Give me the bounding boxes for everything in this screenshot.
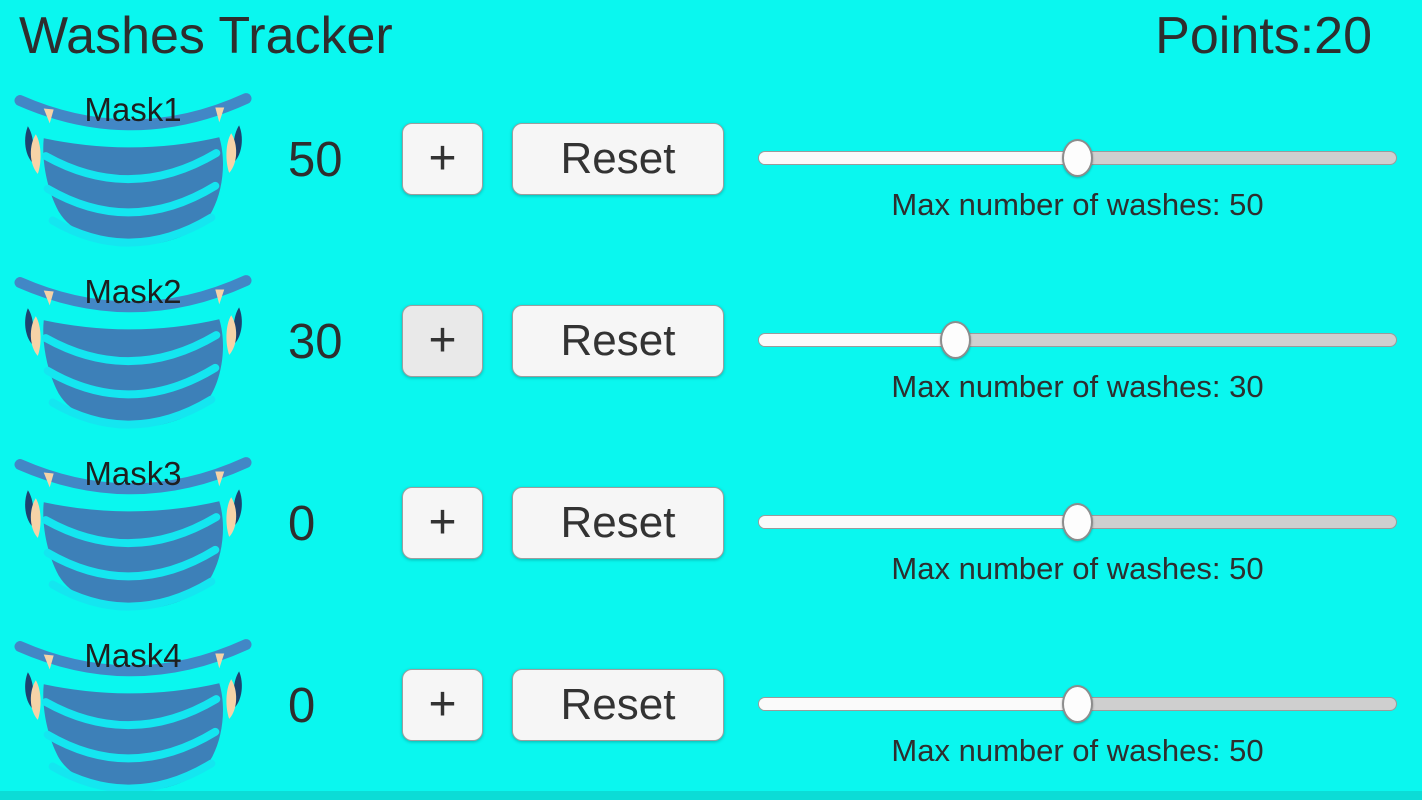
- max-washes-slider[interactable]: [758, 682, 1397, 726]
- max-washes-label: Max number of washes: 30: [891, 369, 1264, 404]
- reset-button[interactable]: Reset: [512, 487, 724, 559]
- max-washes-value: 50: [1229, 733, 1264, 768]
- slider-fill: [759, 334, 957, 346]
- max-washes-label: Max number of washes: 50: [891, 187, 1264, 222]
- wash-count: 50: [288, 133, 343, 187]
- slider-fill: [759, 516, 1079, 528]
- mask-image: Mask1: [14, 78, 252, 248]
- wash-count: 0: [288, 497, 316, 551]
- slider-track[interactable]: [758, 333, 1397, 347]
- increment-button[interactable]: +: [402, 669, 483, 741]
- points-label: Points:: [1155, 7, 1315, 65]
- mask-image: Mask4: [14, 624, 252, 794]
- mask-image: Mask3: [14, 442, 252, 612]
- mask-row: Mask4 0 + Reset Max number of washes: 50: [0, 624, 1422, 796]
- points-display: Points:20: [1155, 4, 1372, 68]
- increment-button[interactable]: +: [402, 123, 483, 195]
- increment-button[interactable]: +: [402, 305, 483, 377]
- mask-name: Mask1: [84, 91, 182, 128]
- max-washes-control: Max number of washes: 50: [758, 500, 1397, 589]
- wash-count: 0: [288, 679, 316, 733]
- reset-button[interactable]: Reset: [512, 123, 724, 195]
- max-washes-slider[interactable]: [758, 318, 1397, 362]
- max-washes-value: 30: [1229, 369, 1264, 404]
- slider-fill: [759, 698, 1079, 710]
- page-title: Washes Tracker: [19, 7, 393, 65]
- wash-count: 30: [288, 315, 343, 369]
- max-washes-label: Max number of washes: 50: [891, 551, 1264, 586]
- max-washes-value: 50: [1229, 187, 1264, 222]
- mask-row: Mask1 50 + Reset Max number of washes: 5…: [0, 78, 1422, 250]
- mask-name: Mask2: [84, 273, 182, 310]
- max-washes-slider[interactable]: [758, 500, 1397, 544]
- max-washes-control: Max number of washes: 50: [758, 682, 1397, 771]
- mask-image: Mask2: [14, 260, 252, 430]
- max-washes-control: Max number of washes: 50: [758, 136, 1397, 225]
- mask-row: Mask2 30 + Reset Max number of washes: 3…: [0, 260, 1422, 432]
- increment-button[interactable]: +: [402, 487, 483, 559]
- mask-name: Mask4: [84, 637, 182, 674]
- points-value: 20: [1314, 7, 1372, 65]
- mask-name: Mask3: [84, 455, 182, 492]
- mask-row: Mask3 0 + Reset Max number of washes: 50: [0, 442, 1422, 614]
- max-washes-slider[interactable]: [758, 136, 1397, 180]
- slider-thumb[interactable]: [1062, 503, 1093, 541]
- slider-thumb[interactable]: [1062, 685, 1093, 723]
- max-washes-label: Max number of washes: 50: [891, 733, 1264, 768]
- slider-thumb[interactable]: [940, 321, 972, 359]
- reset-button[interactable]: Reset: [512, 305, 724, 377]
- max-washes-value: 50: [1229, 551, 1264, 586]
- slider-fill: [759, 152, 1079, 164]
- max-washes-control: Max number of washes: 30: [758, 318, 1397, 407]
- slider-thumb[interactable]: [1062, 139, 1093, 177]
- reset-button[interactable]: Reset: [512, 669, 724, 741]
- bottom-edge-strip: [0, 791, 1422, 800]
